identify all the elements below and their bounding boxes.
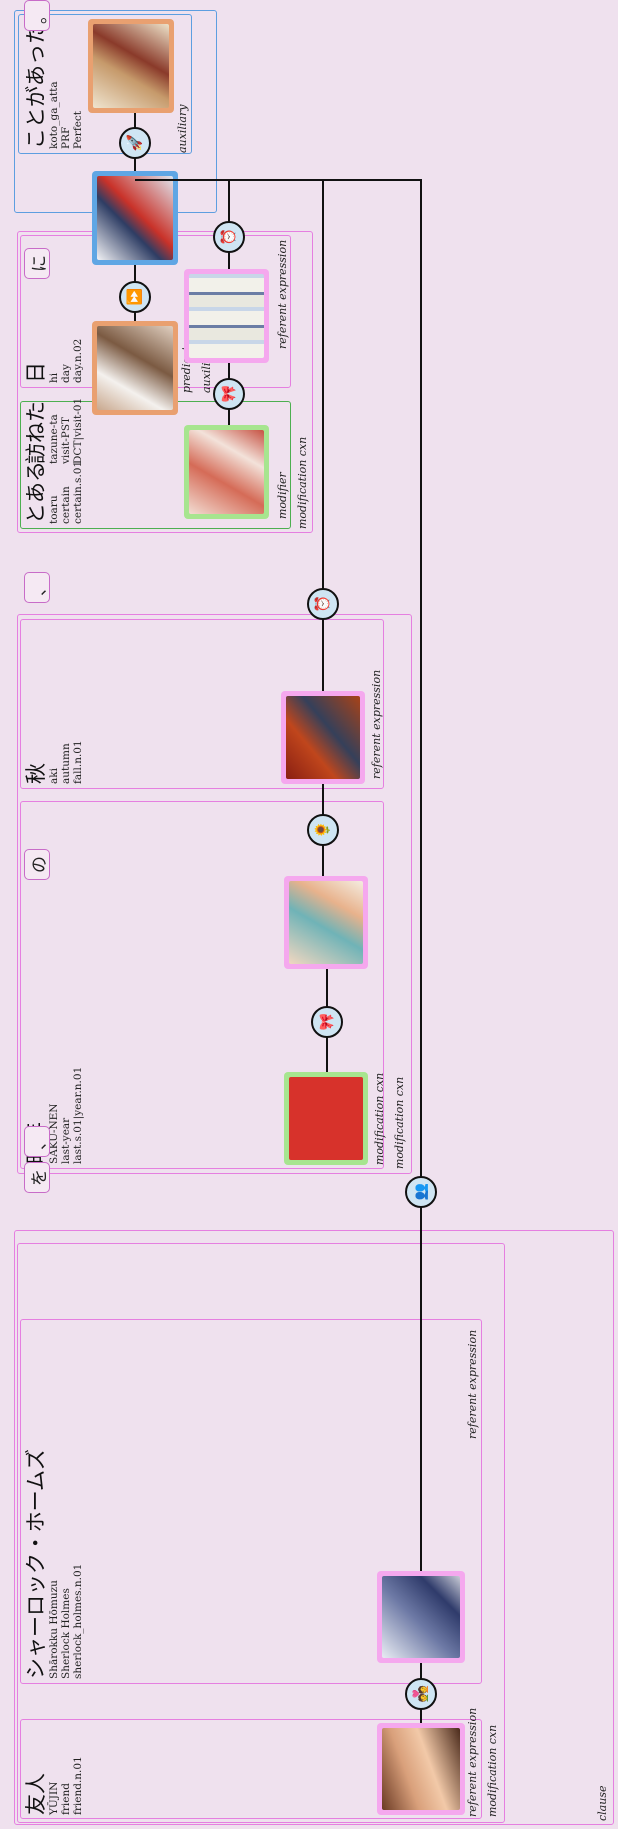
auxiliary-image xyxy=(88,19,174,113)
yujin-image xyxy=(377,1723,465,1815)
word-hi: 日 hi day day.n.02 xyxy=(24,339,84,383)
particle-no: の xyxy=(24,849,50,880)
word-sakunen-gloss2: last-year xyxy=(60,1117,72,1164)
predicate-image xyxy=(92,321,178,415)
modifier-label: modifier xyxy=(276,472,289,519)
word-yujin-gloss3: friend.n.01 xyxy=(72,1756,84,1815)
word-kotogaatta-gloss2: PRF xyxy=(60,126,72,149)
word-sakunen-gloss3: last.s.01|year.n.01 xyxy=(72,1066,84,1164)
particle-comma-1: 、 xyxy=(24,1126,50,1157)
modification-cxn-label-2: modification cxn xyxy=(393,1076,406,1169)
word-kotogaatta-gloss3: Perfect xyxy=(72,110,84,149)
word-aki-gloss2: autumn xyxy=(60,743,72,784)
particle-comma-2: 、 xyxy=(24,572,50,603)
modification-cxn-label-3: modification cxn xyxy=(373,1072,386,1165)
toaru-image xyxy=(184,425,269,519)
sherlock-ref-label: referent expression xyxy=(466,1329,479,1439)
clause-label: clause xyxy=(596,1785,609,1821)
word-kotogaatta-text: ことがあった xyxy=(24,23,48,149)
word-aki: 秋 aki autumn fall.n.01 xyxy=(24,740,84,784)
word-tazuneta-gloss3: DCT|visit-01 xyxy=(72,397,84,464)
aki-image xyxy=(281,691,365,784)
word-toaru-gloss1: toaru xyxy=(48,495,60,524)
sakunen-modified-image xyxy=(284,876,368,969)
word-hi-text: 日 xyxy=(24,362,48,383)
word-hi-gloss2: day xyxy=(60,364,72,383)
alarm-clock-icon-2: ⏰ xyxy=(213,221,245,253)
word-toaru-gloss2: certain xyxy=(60,486,72,524)
predicate-vertical-line xyxy=(135,179,422,181)
visit-image xyxy=(92,171,178,265)
word-yujin-text: 友人 xyxy=(24,1773,48,1815)
yujin-ref-label: referent expression xyxy=(466,1707,479,1817)
aki-ref-label: referent expression xyxy=(370,669,383,779)
sunflower-icon: 🌻 xyxy=(307,814,339,846)
couple-icon: 💑 xyxy=(405,1678,437,1710)
auxiliary-label: auxiliary xyxy=(176,104,189,153)
word-aki-gloss1: aki xyxy=(48,768,60,784)
modification-cxn-label-4: modification cxn xyxy=(296,436,309,529)
word-yujin-gloss2: friend xyxy=(60,1783,72,1815)
word-tazuneta-gloss1: tazune-ta xyxy=(48,414,60,464)
word-sherlock-gloss1: Shārokku Hōmuzu xyxy=(48,1580,60,1679)
hi-image xyxy=(184,269,269,363)
modification-cxn-label-1: modification cxn xyxy=(486,1724,499,1817)
word-hi-gloss3: day.n.02 xyxy=(72,338,84,383)
word-sherlock: シャーロック・ホームズ Shārokku Hōmuzu Sherlock Hol… xyxy=(24,1449,84,1679)
word-hi-gloss1: hi xyxy=(48,372,60,383)
word-sherlock-gloss2: Sherlock Holmes xyxy=(60,1588,72,1679)
sakunen-image xyxy=(284,1072,368,1165)
word-sherlock-text: シャーロック・ホームズ xyxy=(24,1449,48,1679)
word-tazuneta-gloss2: visit-PST xyxy=(60,416,72,464)
particle-ni: に xyxy=(24,248,50,279)
main-line-1 xyxy=(420,180,422,1571)
rocket-icon: 🚀 xyxy=(119,127,151,159)
word-aki-gloss3: fall.n.01 xyxy=(72,740,84,784)
bow-icon: 🎀 xyxy=(311,1006,343,1038)
bow-icon-2: 🎀 xyxy=(213,378,245,410)
word-yujin-gloss1: YŪJIN xyxy=(48,1781,60,1815)
word-tazuneta-text: 訪ねた xyxy=(24,401,48,464)
word-sherlock-gloss3: sherlock_holmes.n.01 xyxy=(72,1563,84,1679)
word-toaru-gloss3: certain.s.01 xyxy=(72,460,84,524)
alarm-clock-icon: ⏰ xyxy=(307,588,339,620)
particle-wo: を xyxy=(24,1162,50,1193)
word-kotogaatta-gloss1: koto_ga_atta xyxy=(48,81,60,149)
word-kotogaatta: ことがあった koto_ga_atta PRF Perfect xyxy=(24,23,84,149)
word-toaru-text: とある xyxy=(24,461,48,524)
people-icon: 👥 xyxy=(405,1176,437,1208)
hi-ref-label: referent expression xyxy=(276,239,289,349)
word-toaru: とある toaru certain certain.s.01 xyxy=(24,461,84,524)
word-aki-text: 秋 xyxy=(24,763,48,784)
word-yujin: 友人 YŪJIN friend friend.n.01 xyxy=(24,1756,84,1815)
fast-forward-icon: ⏩ xyxy=(119,281,151,313)
particle-period: 。 xyxy=(24,0,50,31)
sherlock-image xyxy=(377,1571,465,1663)
